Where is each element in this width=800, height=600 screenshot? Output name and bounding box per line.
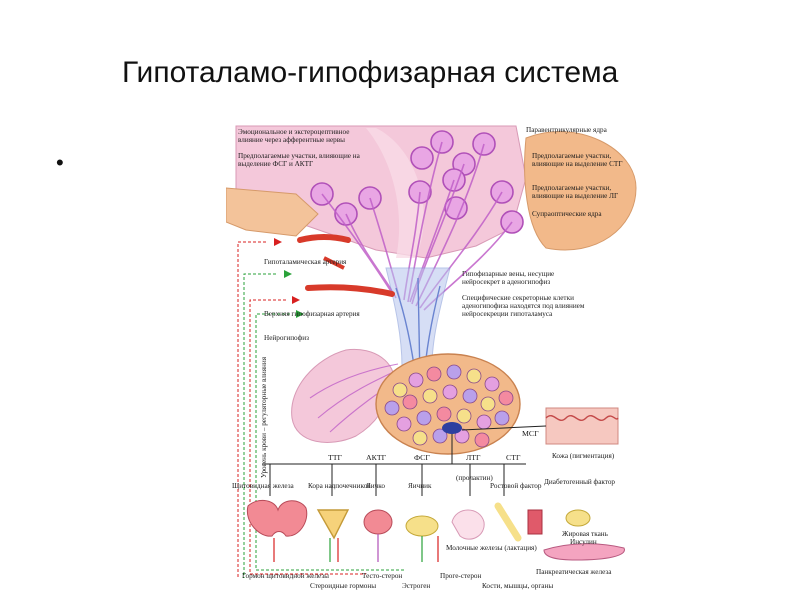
- skin-panel: [545, 407, 619, 445]
- cell-17: [456, 408, 472, 424]
- outflow-node: [442, 422, 462, 434]
- cell-20: [412, 430, 428, 446]
- label-lg-sites: Предполагаемые участки,влияющие на выдел…: [532, 184, 618, 200]
- cell-14: [396, 416, 412, 432]
- bullet-marker: •: [56, 150, 64, 175]
- target-thyroid: Щитовидная железа: [232, 482, 295, 490]
- feedback-arrowheads: [274, 238, 304, 318]
- fat-organ: [565, 509, 591, 527]
- hormone-ttg: ТТГ: [328, 453, 343, 462]
- hormone-ltg-sub: (пролактин): [456, 474, 493, 482]
- label-hypothalamic-artery: Гипоталамическая артерия: [264, 258, 347, 266]
- target-testis: Яичник: [408, 482, 432, 490]
- product-estrogen: Эстроген: [402, 582, 430, 590]
- cell-8: [384, 400, 400, 416]
- secretory-cells: [384, 364, 514, 448]
- thyroid-organ: [246, 500, 308, 537]
- third-ventricle: [366, 128, 424, 258]
- hormone-fsg: ФСГ: [414, 453, 430, 462]
- pancreas-organ: [543, 543, 625, 561]
- cell-3: [426, 366, 442, 382]
- cell-6: [484, 376, 500, 392]
- cell-18: [476, 414, 492, 430]
- adrenal-organ: [316, 509, 350, 540]
- cell-4: [446, 364, 462, 380]
- slide-title: Гипоталамо-гипофизарная система: [122, 56, 619, 89]
- hormone-ltg: ЛТГ: [466, 453, 481, 462]
- upper-pituitary-artery-vessel: [305, 284, 395, 297]
- hormone-aktg: АКТГ: [366, 453, 387, 462]
- cell-9: [402, 394, 418, 410]
- arteries: [297, 234, 395, 297]
- cell-16: [436, 406, 452, 422]
- cell-2: [408, 372, 424, 388]
- cell-7: [498, 390, 514, 406]
- cell-11: [442, 384, 458, 400]
- optic-chiasm: [226, 187, 319, 237]
- cell-1: [392, 382, 408, 398]
- feedback-lines: [237, 241, 406, 578]
- cell-10: [422, 388, 438, 404]
- cell-23: [474, 432, 490, 448]
- label-upper-pituitary-artery: Верхняя гипофизарная артерия: [264, 310, 360, 318]
- cell-13: [480, 396, 496, 412]
- output-arrows: [273, 534, 439, 562]
- bone-organ: [494, 502, 522, 542]
- label-stg-sites: Предполагаемые участки,влияющие на выдел…: [532, 152, 622, 168]
- product-thyroid-hormone: Гормон щитовидной железы: [242, 572, 329, 580]
- target-skin: Кожа (пигментация): [552, 452, 615, 460]
- product-testosterone: Тесто-стерон: [362, 572, 402, 580]
- cell-21: [432, 428, 448, 444]
- product-progesterone: Проге-стерон: [440, 572, 482, 580]
- cell-12: [462, 388, 478, 404]
- product-bones: Кости, мышцы, органы: [482, 582, 553, 590]
- ovary-organ: [405, 515, 439, 537]
- target-fat: Жировая ткань: [562, 530, 609, 538]
- label-blood-level: Уровень крови – регуляторные влияния: [260, 356, 268, 478]
- diagram-canvas: Эмоциональное и экстероцептивноевлияние …: [226, 125, 637, 590]
- hypothalamic-artery-vessel: [297, 234, 351, 243]
- nucleus-3: [410, 146, 434, 170]
- muscle-organ: [527, 509, 543, 535]
- neurohypophysis-lobe: [291, 348, 395, 443]
- hormone-msg: МСГ: [522, 429, 539, 438]
- target-organs: [246, 500, 625, 561]
- right-lobe-tissue: [524, 131, 637, 251]
- product-pancreas: Панкреатическая железа: [536, 568, 612, 576]
- mammary-organ: [451, 509, 485, 540]
- target-diabetogenic: Диабетогенный фактор: [544, 478, 615, 486]
- target-ovary: Яичко: [366, 482, 385, 490]
- label-supraoptic: Супраоптические ядра: [532, 210, 602, 218]
- cell-5: [466, 368, 482, 384]
- cell-15: [416, 410, 432, 426]
- artery-branch: [323, 256, 345, 270]
- target-insulin: Инсулин: [570, 538, 597, 546]
- target-adrenal: Кора надпочечников: [308, 482, 371, 490]
- cell-19: [494, 410, 510, 426]
- target-growth: Ростовой фактор: [490, 482, 542, 490]
- hormone-lines: [262, 425, 547, 496]
- testis-organ: [363, 509, 393, 535]
- hormone-stg: СТГ: [506, 453, 521, 462]
- label-neurohypophysis: Нейрогипофиз: [264, 334, 309, 342]
- label-paraventricular: Паравентрикулярные ядра: [526, 126, 608, 134]
- product-mammary: Молочные железы (лактация): [446, 544, 537, 552]
- product-steroids: Стероидные гормоны: [310, 582, 376, 590]
